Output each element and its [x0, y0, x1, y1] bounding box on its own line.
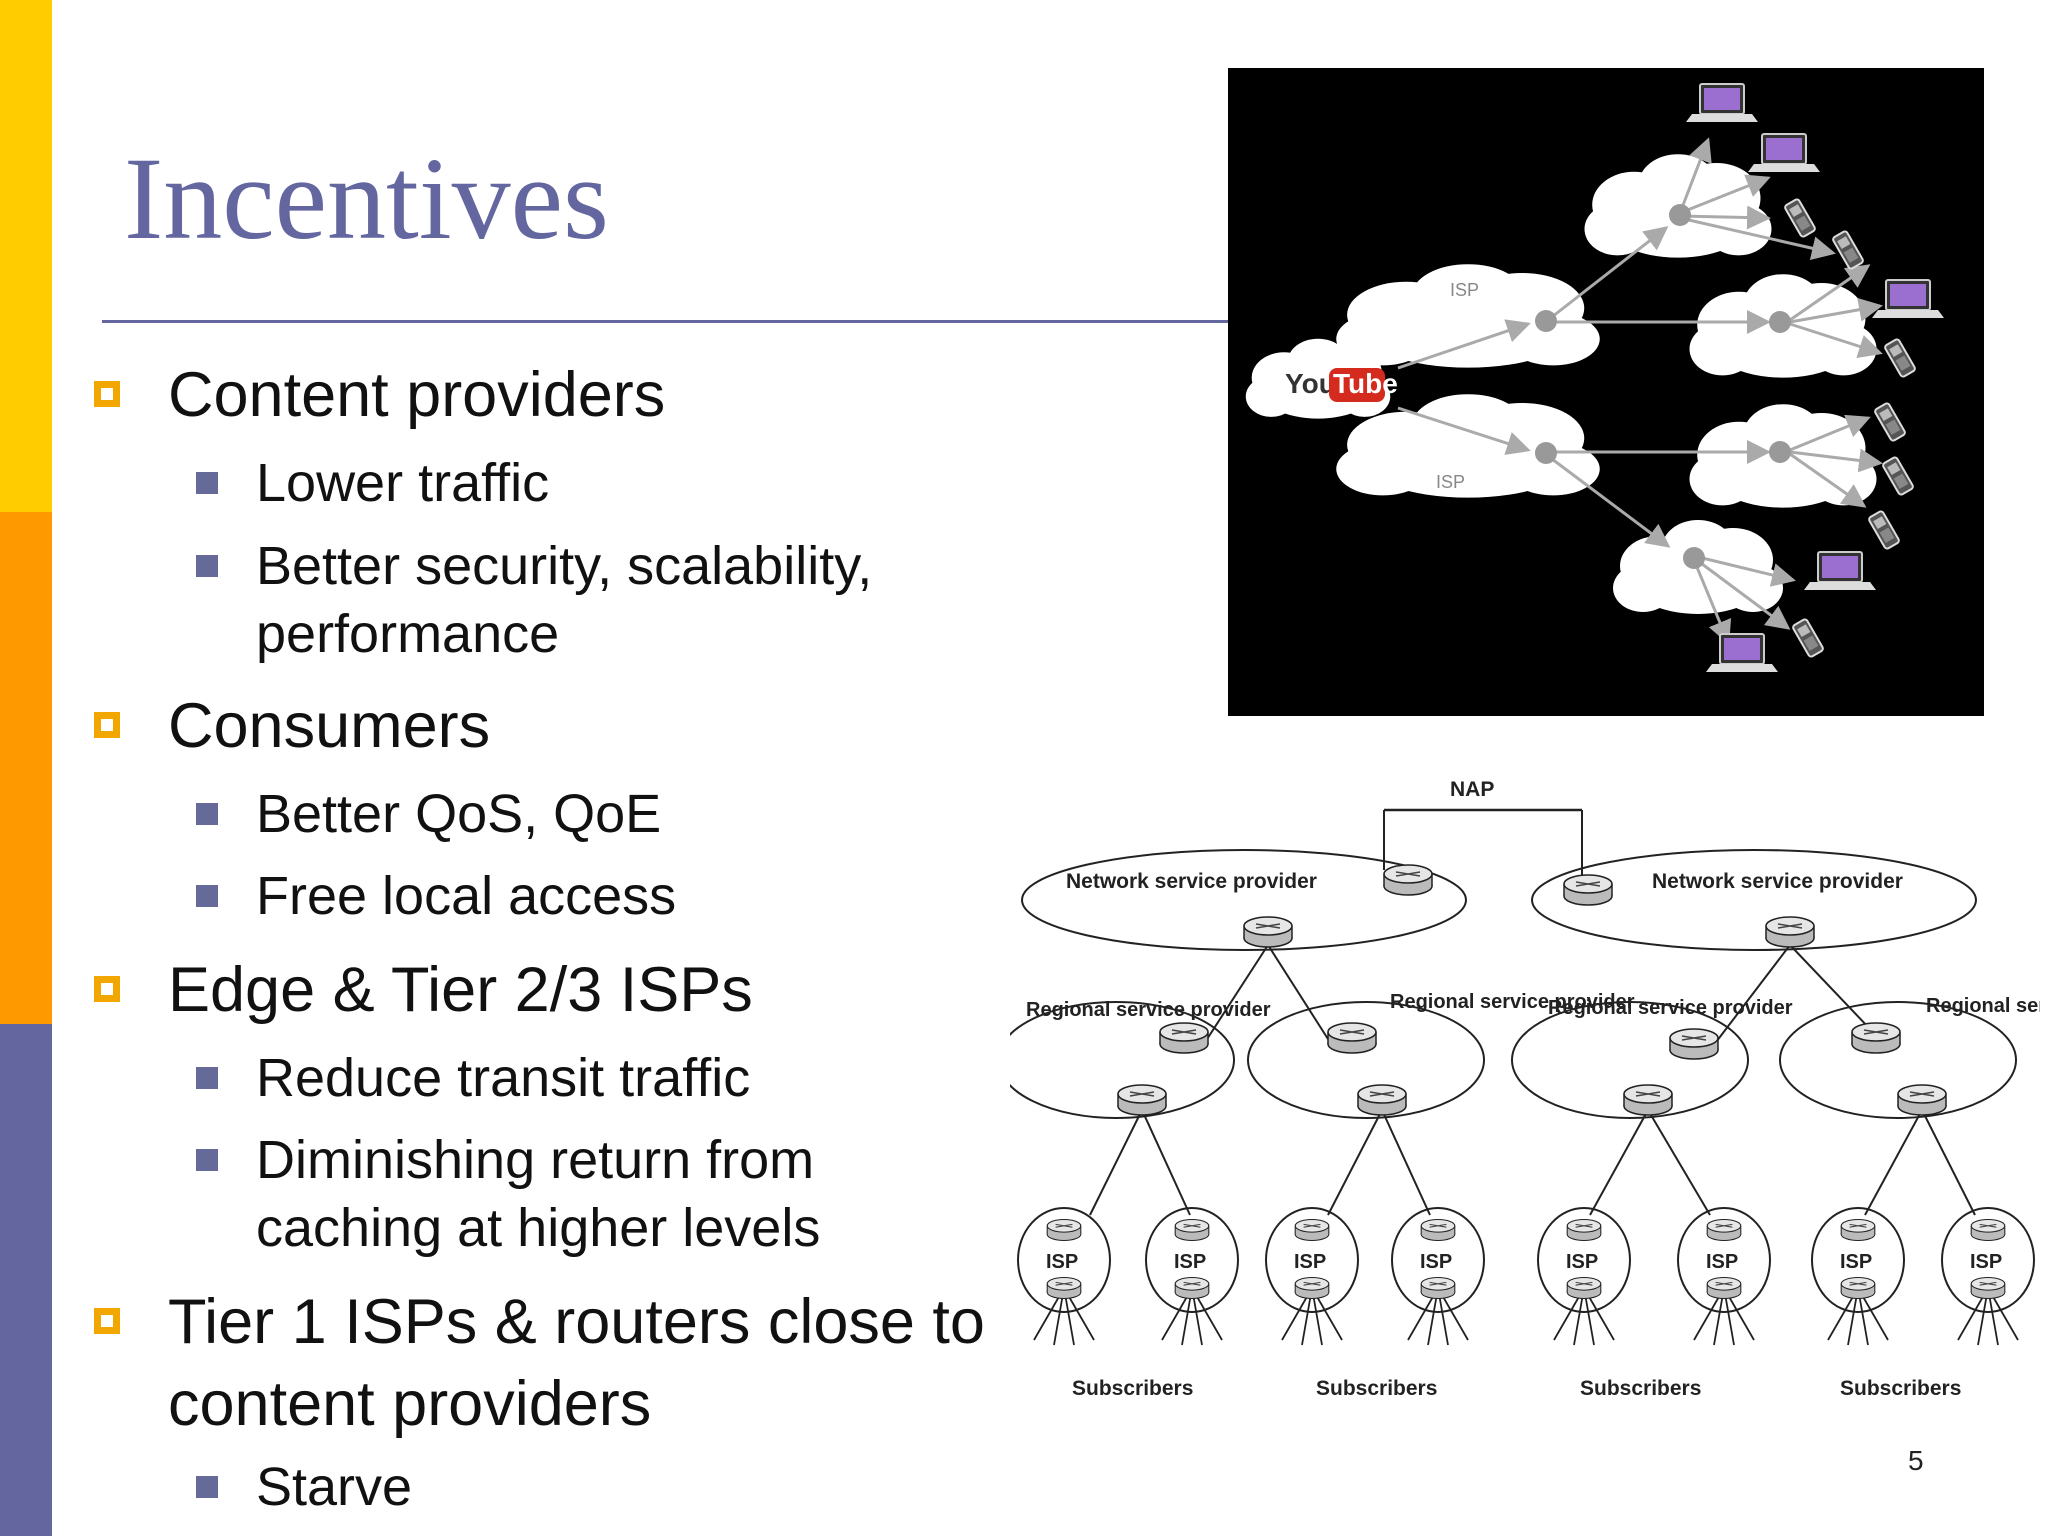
bullet-square-icon	[94, 381, 120, 407]
sub-bullet-starve: Starve	[256, 1457, 413, 1517]
nsp-left-label: Network service provider	[1066, 870, 1317, 893]
isp-label-lower: ISP	[1436, 472, 1465, 492]
isp-label: ISP	[1174, 1251, 1206, 1273]
sub-bullet-better-security: Better security, scalability, performanc…	[256, 536, 873, 664]
isp-label: ISP	[1294, 1251, 1326, 1273]
regional-label-2: Regional service provider	[1390, 991, 1635, 1013]
bullet-square-icon	[94, 1308, 120, 1334]
bullet-tier1-isps: Tier 1 ISPs & routers close to content p…	[168, 1287, 985, 1439]
subscribers-label: Subscribers	[1072, 1377, 1193, 1400]
subscribers-label: Subscribers	[1316, 1377, 1437, 1400]
sidebar-stripe-orange	[0, 512, 52, 1024]
sidebar-stripe-purple	[0, 1024, 52, 1536]
sub-bullet-icon	[196, 1476, 218, 1498]
sidebar-stripe-yellow	[0, 0, 52, 512]
sub-bullet-lower-traffic: Lower traffic	[256, 453, 550, 513]
sub-bullet-icon	[196, 472, 218, 494]
nsp-left-ellipse	[1021, 849, 1467, 951]
page-number: 5	[1908, 1445, 1924, 1476]
subscribers-label: Subscribers	[1580, 1377, 1701, 1400]
content-distribution-figure: You Tube ISP ISP	[1228, 68, 1984, 716]
isp-hierarchy-figure: NAP Network service provider Network ser…	[1010, 778, 2040, 1400]
sub-bullet-reduce-transit: Reduce transit traffic	[256, 1048, 751, 1108]
sub-bullet-icon	[196, 555, 218, 577]
regional-label-4: Regional service provider	[1926, 995, 2040, 1017]
sub-bullet-icon	[196, 885, 218, 907]
isp-label-upper: ISP	[1450, 280, 1479, 300]
bullet-edge-isps: Edge & Tier 2/3 ISPs	[168, 955, 753, 1025]
isp-label: ISP	[1046, 1251, 1078, 1273]
sub-bullet-better-qos: Better QoS, QoE	[256, 784, 662, 844]
sidebar-stripe	[0, 0, 52, 1536]
distribution-arrows	[1397, 137, 1883, 645]
router-nodes	[1535, 204, 1791, 569]
svg-text:Tube: Tube	[1333, 368, 1398, 399]
bullet-consumers: Consumers	[168, 691, 491, 761]
sub-bullet-diminishing-return: Diminishing return from caching at highe…	[256, 1130, 821, 1258]
youtube-logo-icon: You Tube	[1285, 368, 1398, 402]
isp-label: ISP	[1420, 1251, 1452, 1273]
title-divider	[102, 320, 1232, 323]
bullet-square-icon	[94, 712, 120, 738]
subscribers-label: Subscribers	[1840, 1377, 1961, 1400]
nsp-right-ellipse	[1531, 849, 1977, 951]
sub-bullet-icon	[196, 1149, 218, 1171]
regional-label-3: Regional service provider	[1548, 997, 1793, 1019]
sub-bullet-free-local-access: Free local access	[256, 866, 677, 926]
sub-bullet-icon	[196, 803, 218, 825]
regional-label-1: Regional service provider	[1026, 999, 1271, 1021]
bullet-content-providers: Content providers	[168, 360, 666, 430]
nsp-right-label: Network service provider	[1652, 870, 1903, 893]
svg-text:You: You	[1285, 368, 1336, 399]
slide-title: Incentives	[124, 133, 609, 264]
isp-label: ISP	[1706, 1251, 1738, 1273]
nap-label: NAP	[1450, 778, 1494, 801]
isp-label: ISP	[1840, 1251, 1872, 1273]
isp-label: ISP	[1970, 1251, 2002, 1273]
sub-bullet-icon	[196, 1067, 218, 1089]
isp-label: ISP	[1566, 1251, 1598, 1273]
bullet-square-icon	[94, 976, 120, 1002]
